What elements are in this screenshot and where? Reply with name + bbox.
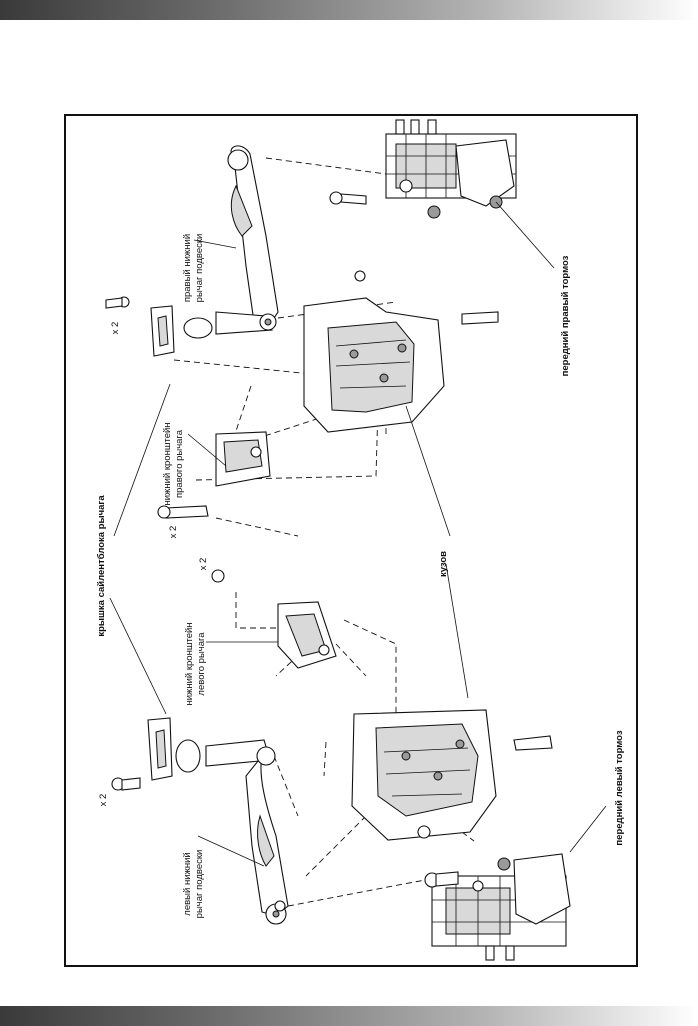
label-body: кузов <box>438 551 449 577</box>
label-silentblock-cover: крышка сайлентблока рычага <box>96 495 107 637</box>
qty-label-right-cover: x 2 <box>110 322 121 335</box>
label-right-lower-arm-line1: правый нижний <box>182 234 193 302</box>
front-right-brake-drawing <box>329 119 517 219</box>
label-right-lower-bracket-line1: нижний кронштейн <box>162 422 173 505</box>
qty-label-left-bracket-bolt: x 2 <box>198 558 209 571</box>
left-lower-bracket-drawing <box>211 569 337 669</box>
body-lower-drawing <box>351 709 553 841</box>
left-lower-arm-drawing <box>175 739 289 925</box>
label-left-lower-bracket-line2: левого рычага <box>196 632 207 696</box>
suspension-exploded-diagram: правый нижний рычаг подвески передний пр… <box>96 119 625 961</box>
footer-gradient-bar <box>0 1006 698 1026</box>
right-lower-arm-drawing <box>183 145 279 339</box>
label-right-lower-bracket-line2: правого рычага <box>174 429 185 498</box>
qty-label-left-cover: x 2 <box>98 794 109 807</box>
right-lower-bracket-drawing <box>157 431 271 519</box>
label-left-lower-arm-line1: левый нижний <box>182 852 193 915</box>
body-upper-drawing <box>303 270 499 433</box>
diagram-frame: правый нижний рычаг подвески передний пр… <box>64 114 638 967</box>
label-front-right-brake: передний правый тормоз <box>560 255 571 376</box>
label-front-left-brake: передний левый тормоз <box>614 730 625 845</box>
silentblock-cover-left-drawing <box>111 717 173 791</box>
leader-lines <box>109 201 607 867</box>
header-gradient-bar <box>0 0 698 20</box>
label-left-lower-arm-line2: рычаг подвески <box>194 850 205 919</box>
front-left-brake-drawing <box>274 853 571 961</box>
qty-label-right-bracket-bolt: x 2 <box>168 526 179 539</box>
label-left-lower-bracket-line1: нижний кронштейн <box>184 622 195 705</box>
label-right-lower-arm-line2: рычаг подвески <box>194 234 205 303</box>
silentblock-cover-right-drawing <box>105 296 175 357</box>
